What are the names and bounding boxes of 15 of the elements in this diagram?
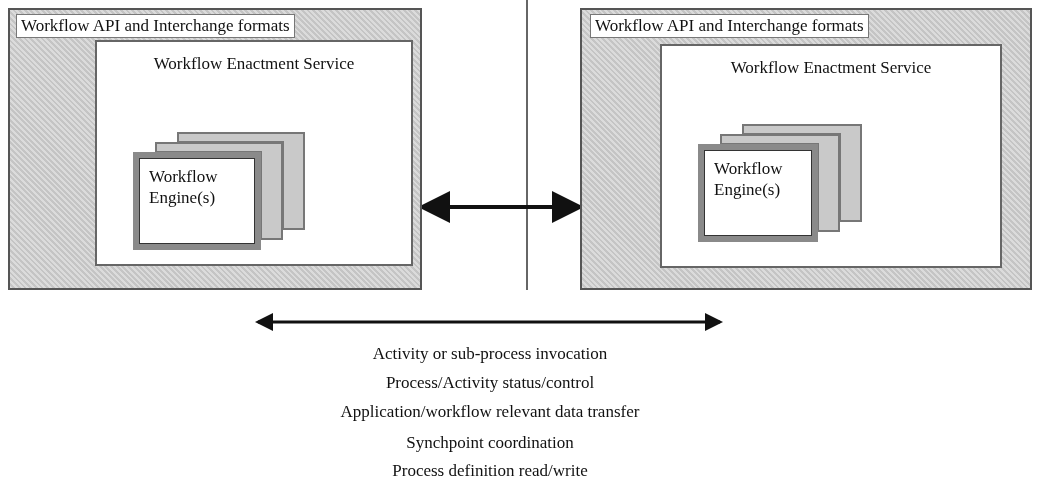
interface-note: Application/workflow relevant data transfer [339, 402, 641, 422]
interface-note: Process definition read/write [391, 461, 589, 481]
interface-note: Process/Activity status/control [384, 373, 596, 393]
header-bar: Workflow API and Interchange formats [16, 14, 295, 38]
interface-note: Activity or sub-process invocation [371, 344, 609, 364]
header-bar: Workflow API and Interchange formats [590, 14, 869, 38]
service-title: Workflow Enactment Service [152, 54, 356, 74]
system-panel [8, 8, 422, 290]
service-box [95, 40, 413, 266]
engine-card: Workflow Engine(s) [133, 152, 261, 250]
engine-card: Workflow Engine(s) [698, 144, 818, 242]
interface-note: Synchpoint coordination [405, 433, 575, 453]
service-title: Workflow Enactment Service [729, 58, 933, 78]
service-box [660, 44, 1002, 268]
system-panel [580, 8, 1032, 290]
